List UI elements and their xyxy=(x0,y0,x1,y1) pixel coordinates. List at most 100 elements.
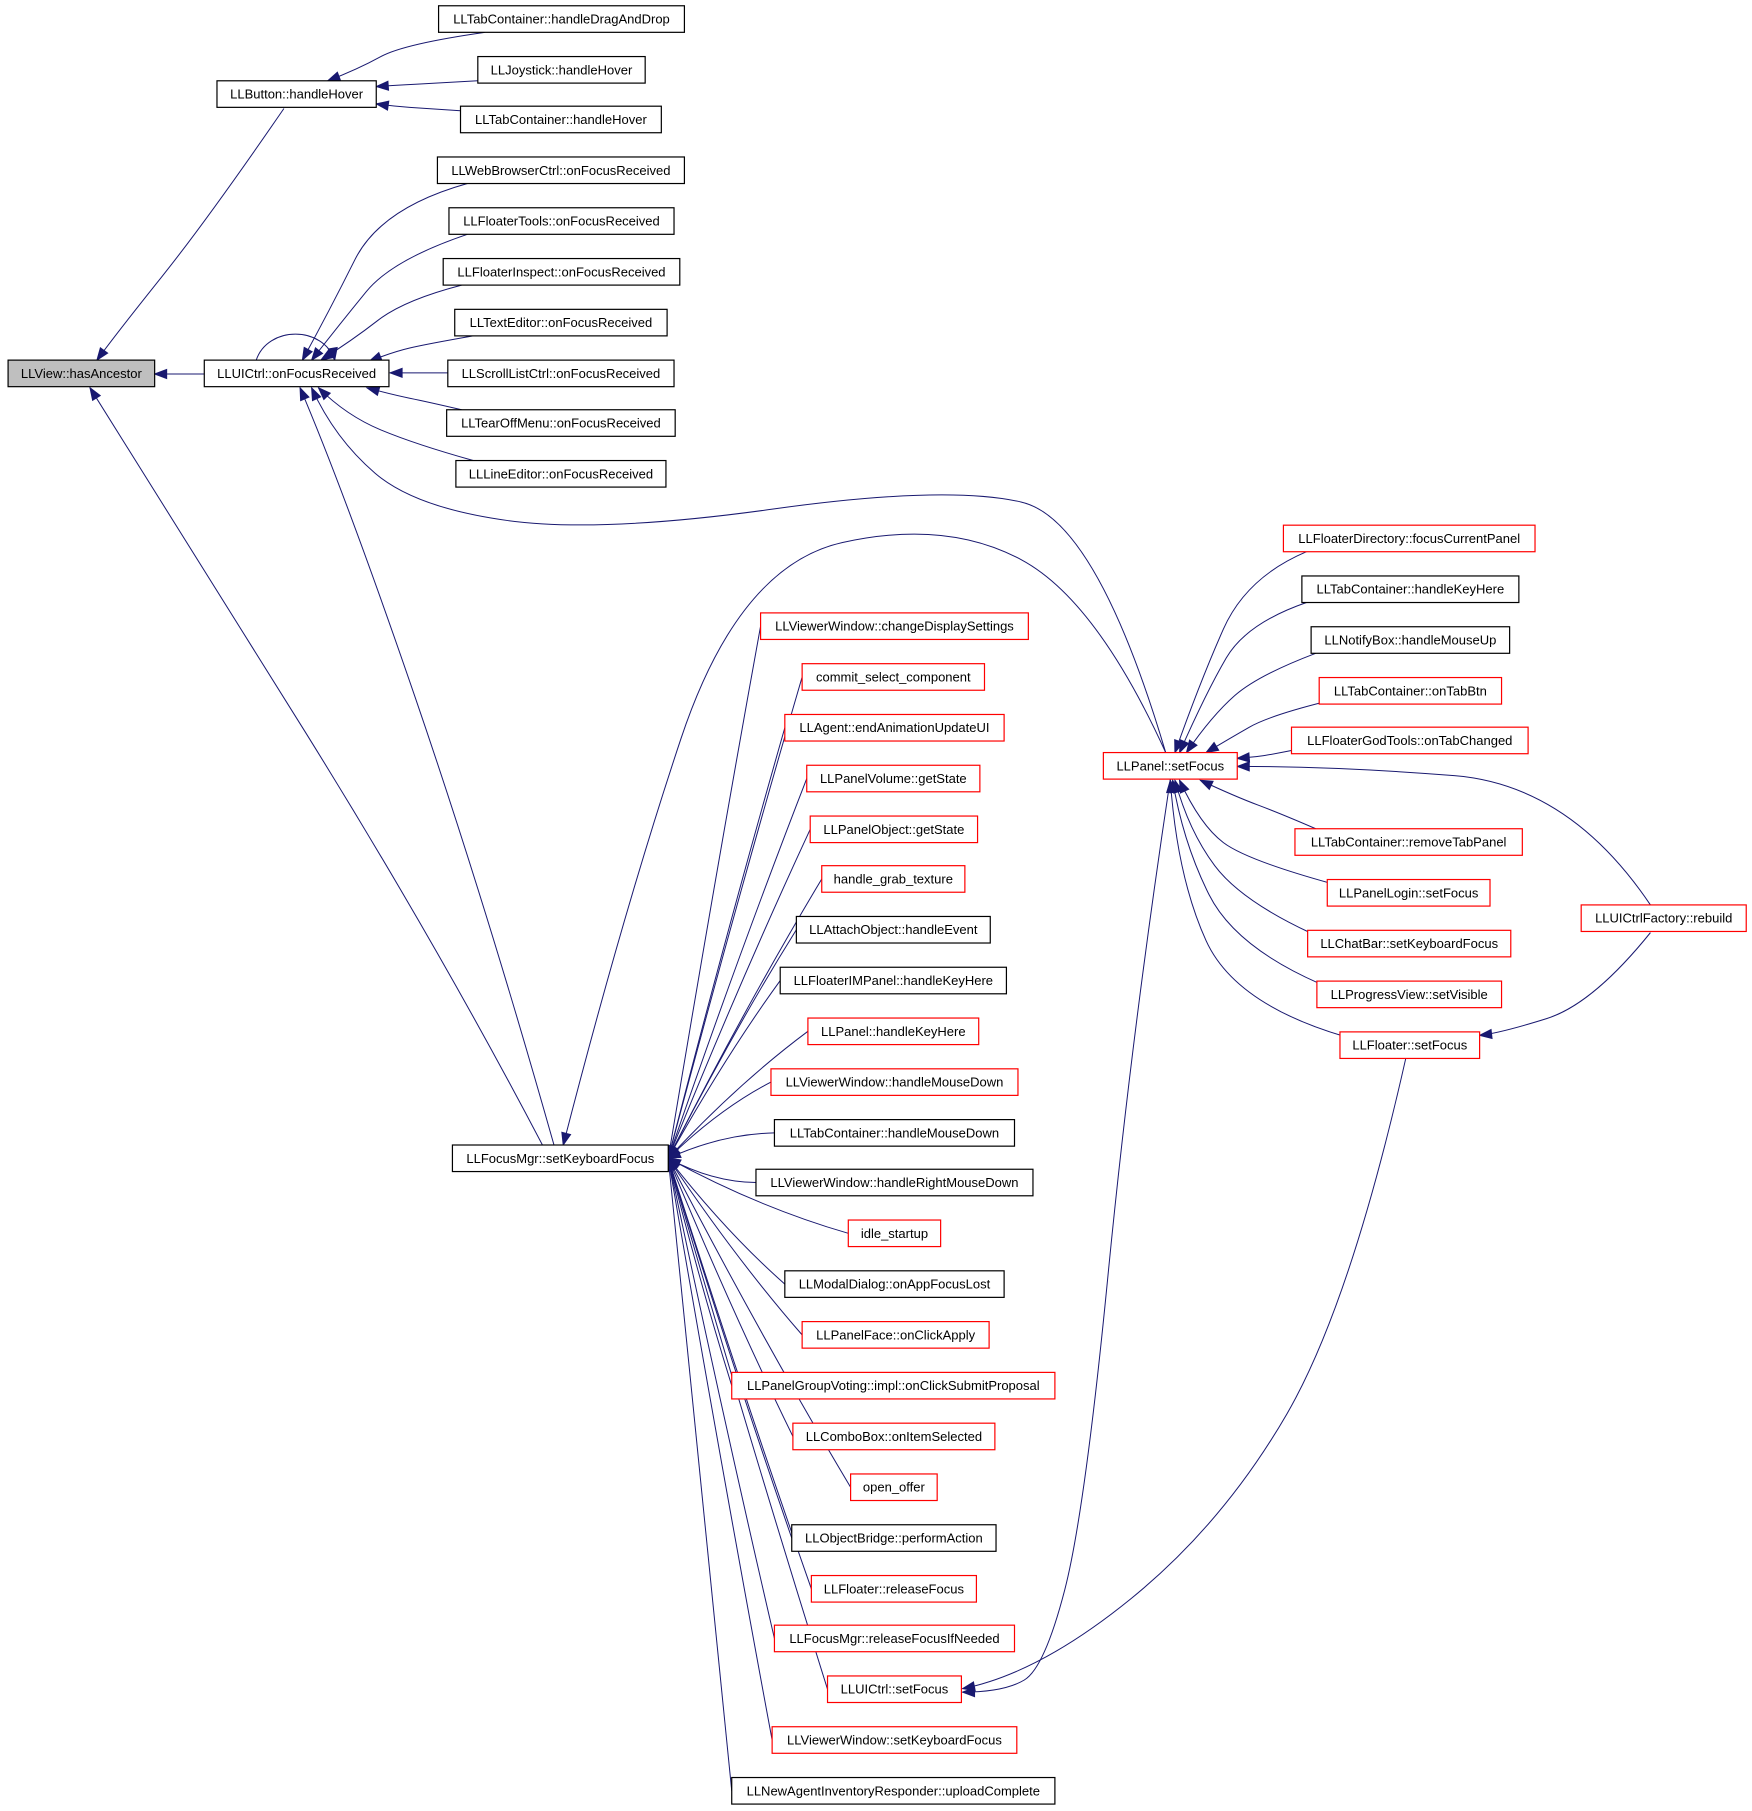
node-label: LLFloaterInspect::onFocusReceived xyxy=(457,264,665,279)
node-box xyxy=(809,815,979,844)
node-vwMouseDown[interactable]: LLViewerWindow::handleMouseDown xyxy=(770,1068,1019,1096)
node-vwSetKb[interactable]: LLViewerWindow::setKeyboardFocus xyxy=(771,1726,1018,1754)
node-box xyxy=(731,1371,1056,1400)
node-label: LLView::hasAncestor xyxy=(21,366,143,381)
node-box xyxy=(1301,575,1520,604)
node-label: LLScrollListCtrl::onFocusReceived xyxy=(462,366,661,381)
node-label: LLTabContainer::handleMouseDown xyxy=(790,1125,999,1140)
node-inspectFocus[interactable]: LLFloaterInspect::onFocusReceived xyxy=(442,257,681,286)
node-objBridge[interactable]: LLObjectBridge::performAction xyxy=(791,1524,997,1552)
node-tabKey[interactable]: LLTabContainer::handleKeyHere xyxy=(1301,575,1520,604)
node-box xyxy=(442,257,681,286)
node-commitSel[interactable]: commit_select_component xyxy=(801,663,986,691)
node-box xyxy=(477,55,646,84)
node-tabHover[interactable]: LLTabContainer::handleHover xyxy=(459,105,662,134)
node-box xyxy=(437,5,686,33)
edge-panelSetFocus-to-uiSetFocus xyxy=(961,779,1171,1698)
node-progVisible[interactable]: LLProgressView::setVisible xyxy=(1316,980,1503,1009)
edge-vwSetKb-to-setKbFocus xyxy=(665,1156,773,1741)
node-label: LLPanelFace::onClickApply xyxy=(816,1327,975,1342)
edge-inspectFocus-to-uiFocusRecv xyxy=(319,284,462,361)
edge-lineEdFocus-to-uiFocusRecv xyxy=(317,386,474,462)
edge-toolsFocus-to-uiFocusRecv xyxy=(310,233,468,362)
node-label: idle_startup xyxy=(861,1226,928,1241)
edge-setKbFocus-to-uiFocusRecv xyxy=(299,386,555,1146)
node-comboSel[interactable]: LLComboBox::onItemSelected xyxy=(792,1422,996,1451)
node-floaterRelease[interactable]: LLFloater::releaseFocus xyxy=(810,1574,978,1603)
call-edges xyxy=(89,31,1651,1791)
node-uiSetFocus[interactable]: LLUICtrl::setFocus xyxy=(826,1675,963,1704)
node-box xyxy=(759,612,1029,641)
node-box xyxy=(807,1017,980,1046)
edge-floaterSetFocus-to-uiSetFocus xyxy=(961,1058,1407,1692)
edge-webFocus-to-uiFocusRecv xyxy=(301,183,468,362)
node-webFocus[interactable]: LLWebBrowserCtrl::onFocusReceived xyxy=(436,156,686,185)
node-box xyxy=(770,1068,1019,1096)
node-label: LLPanel::setFocus xyxy=(1116,758,1224,773)
node-box xyxy=(1310,626,1511,654)
node-label: LLPanelLogin::setFocus xyxy=(1339,885,1479,900)
node-box xyxy=(850,1473,938,1502)
node-lineEdFocus[interactable]: LLLineEditor::onFocusReceived xyxy=(455,459,667,488)
node-dirFocus[interactable]: LLFloaterDirectory::focusCurrentPanel xyxy=(1282,524,1536,553)
edge-tabDnD-to-btnHover xyxy=(326,31,485,82)
node-box xyxy=(847,1219,942,1248)
node-releaseIfNeeded[interactable]: LLFocusMgr::releaseFocusIfNeeded xyxy=(773,1624,1016,1653)
node-hasAncestor[interactable]: LLView::hasAncestor xyxy=(7,359,156,388)
edge-floaterSetFocus-to-panelSetFocus xyxy=(1165,778,1345,1037)
node-grabTex[interactable]: handle_grab_texture xyxy=(821,865,966,893)
node-changeDisp[interactable]: LLViewerWindow::changeDisplaySettings xyxy=(759,612,1029,641)
node-box xyxy=(771,1726,1018,1754)
node-attachEvt[interactable]: LLAttachObject::handleEvent xyxy=(795,915,991,944)
node-joyHover[interactable]: LLJoystick::handleHover xyxy=(477,55,646,84)
node-endAnim[interactable]: LLAgent::endAnimationUpdateUI xyxy=(784,713,1005,742)
node-godTab[interactable]: LLFloaterGodTools::onTabChanged xyxy=(1290,726,1529,755)
edge-factoryRebuild-to-panelSetFocus xyxy=(1235,761,1651,906)
node-box xyxy=(1326,878,1491,907)
node-openOffer[interactable]: open_offer xyxy=(850,1473,938,1502)
node-removeTab[interactable]: LLTabContainer::removeTabPanel xyxy=(1294,828,1523,856)
node-notifyUp[interactable]: LLNotifyBox::handleMouseUp xyxy=(1310,626,1511,654)
node-box xyxy=(454,308,668,337)
node-idleStart[interactable]: idle_startup xyxy=(847,1219,942,1248)
node-toolsFocus[interactable]: LLFloaterTools::onFocusReceived xyxy=(448,207,675,235)
node-label: LLViewerWindow::handleRightMouseDown xyxy=(770,1175,1018,1190)
node-setKbFocus[interactable]: LLFocusMgr::setKeyboardFocus xyxy=(451,1144,669,1173)
node-textEdFocus[interactable]: LLTextEditor::onFocusReceived xyxy=(454,308,668,337)
edge-textEdFocus-to-uiFocusRecv xyxy=(368,335,474,362)
node-uploadComplete[interactable]: LLNewAgentInventoryResponder::uploadComp… xyxy=(731,1776,1056,1805)
node-label: LLFloaterIMPanel::handleKeyHere xyxy=(794,973,993,988)
node-label: LLPanelVolume::getState xyxy=(820,771,967,786)
node-floaterSetFocus[interactable]: LLFloater::setFocus xyxy=(1339,1031,1481,1060)
node-chatFocus[interactable]: LLChatBar::setKeyboardFocus xyxy=(1307,929,1512,958)
node-uiFocusRecv[interactable]: LLUICtrl::onFocusReceived xyxy=(203,359,390,388)
node-box xyxy=(216,80,377,108)
edge-dirFocus-to-panelSetFocus xyxy=(1174,551,1307,754)
node-modalLost[interactable]: LLModalDialog::onAppFocusLost xyxy=(784,1270,1005,1298)
node-box xyxy=(792,1422,996,1451)
node-btnHover[interactable]: LLButton::handleHover xyxy=(216,80,377,108)
node-label: LLPanel::handleKeyHere xyxy=(821,1024,966,1039)
node-box xyxy=(446,409,676,437)
node-label: LLUICtrl::setFocus xyxy=(841,1682,949,1697)
node-scrollFocus[interactable]: LLScrollListCtrl::onFocusReceived xyxy=(447,359,675,388)
node-votingSubmit[interactable]: LLPanelGroupVoting::impl::onClickSubmitP… xyxy=(731,1371,1056,1400)
node-label: LLTabContainer::handleDragAndDrop xyxy=(453,12,670,27)
edge-tabKey-to-panelSetFocus xyxy=(1178,602,1307,754)
node-panelKey[interactable]: LLPanel::handleKeyHere xyxy=(807,1017,980,1046)
edge-changeDisp-to-setKbFocus xyxy=(665,626,762,1160)
node-objState[interactable]: LLPanelObject::getState xyxy=(809,815,979,844)
node-imKey[interactable]: LLFloaterIMPanel::handleKeyHere xyxy=(779,966,1008,995)
node-faceApply[interactable]: LLPanelFace::onClickApply xyxy=(801,1321,990,1349)
node-label: LLAttachObject::handleEvent xyxy=(809,922,978,937)
node-tearFocus[interactable]: LLTearOffMenu::onFocusReceived xyxy=(446,409,676,437)
node-tabDnD[interactable]: LLTabContainer::handleDragAndDrop xyxy=(437,5,686,33)
node-panelSetFocus[interactable]: LLPanel::setFocus xyxy=(1102,751,1238,780)
node-volState[interactable]: LLPanelVolume::getState xyxy=(806,764,981,793)
node-tabBtn[interactable]: LLTabContainer::onTabBtn xyxy=(1318,676,1503,705)
node-box xyxy=(801,663,986,691)
node-factoryRebuild[interactable]: LLUICtrlFactory::rebuild xyxy=(1580,904,1747,933)
node-vwRightDown[interactable]: LLViewerWindow::handleRightMouseDown xyxy=(755,1168,1034,1197)
node-loginFocus[interactable]: LLPanelLogin::setFocus xyxy=(1326,878,1491,907)
node-tabMouseDown[interactable]: LLTabContainer::handleMouseDown xyxy=(773,1119,1016,1147)
